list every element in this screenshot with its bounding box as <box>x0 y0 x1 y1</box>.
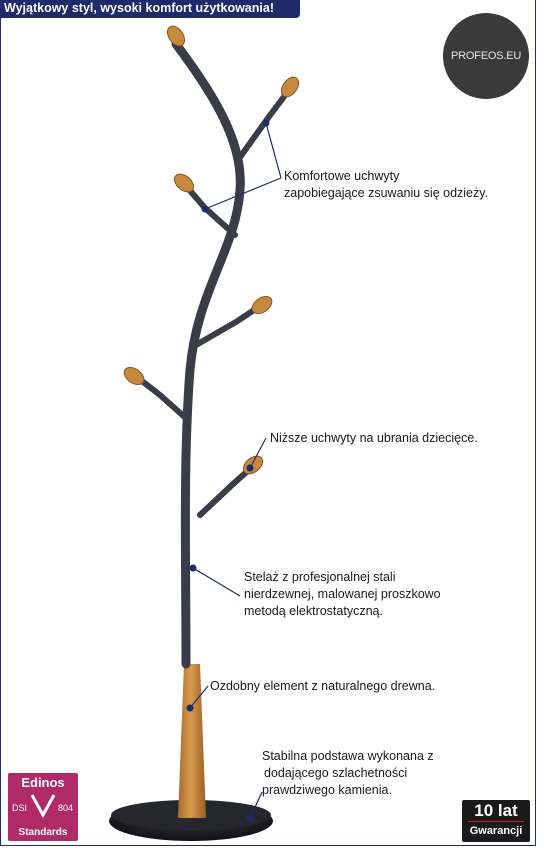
edinos-chevron-icon <box>30 794 56 819</box>
warranty-label: Gwarancji <box>469 825 523 837</box>
header-banner: Wyjątkowy styl, wysoki komfort użytkowan… <box>0 0 300 18</box>
callout-hooks-line-1: Komfortowe uchwyty <box>284 169 400 183</box>
callout-steel-frame: Stelaż z profesjonalnej stali nierdzewne… <box>244 569 441 620</box>
edinos-subtitle: Standards <box>18 827 68 838</box>
image-frame <box>0 0 536 846</box>
callout-steel-line-3: metodą elektrostatyczną. <box>244 604 383 618</box>
callout-leaders <box>189 122 282 819</box>
edinos-code-row: DSI 804 <box>12 803 73 813</box>
callout-anchor-dots <box>186 119 270 822</box>
callout-hooks-line-2: zapobiegające zsuwaniu się odzieży. <box>284 186 489 200</box>
callout-stone-line-3: prawdziwego kamienia. <box>262 783 392 797</box>
warranty-badge: 10 lat Gwarancji <box>462 800 530 842</box>
logo-text: PROFEOS.EU <box>450 50 522 62</box>
callout-lower-hooks-line-1: Niższe uchwyty na ubrania dziecięce. <box>270 431 478 445</box>
callout-stone-line-2: dodającego szlachetności <box>264 766 408 780</box>
callout-wood-line-1: Ozdobny element z naturalnego drewna. <box>210 679 436 693</box>
callout-steel-line-1: Stelaż z profesjonalnej stali <box>244 570 396 584</box>
warranty-years: 10 lat <box>474 801 518 820</box>
edinos-number: 804 <box>58 803 74 813</box>
warranty-divider <box>468 821 524 822</box>
callout-stone-base: Stabilna podstawa wykonana z dodającego … <box>262 748 434 799</box>
edinos-standards-badge: Edinos DSI 804 Standards <box>8 773 78 841</box>
edinos-title: Edinos <box>21 775 65 790</box>
callout-hooks: Komfortowe uchwyty zapobiegające zsuwani… <box>284 168 488 202</box>
callout-wood-element: Ozdobny element z naturalnego drewna. <box>210 678 435 695</box>
callout-stone-line-1: Stabilna podstawa wykonana z <box>262 749 434 763</box>
header-tagline: Wyjątkowy styl, wysoki komfort użytkowan… <box>4 1 274 15</box>
callout-lower-hooks: Niższe uchwyty na ubrania dziecięce. <box>270 430 478 447</box>
metal-trunk <box>171 39 245 669</box>
edinos-code: DSI <box>12 803 28 813</box>
profeos-logo[interactable]: PROFEOS.EU <box>443 13 529 99</box>
callout-steel-line-2: nierdzewnej, malowanej proszkowo <box>244 587 441 601</box>
wooden-post <box>178 664 206 818</box>
